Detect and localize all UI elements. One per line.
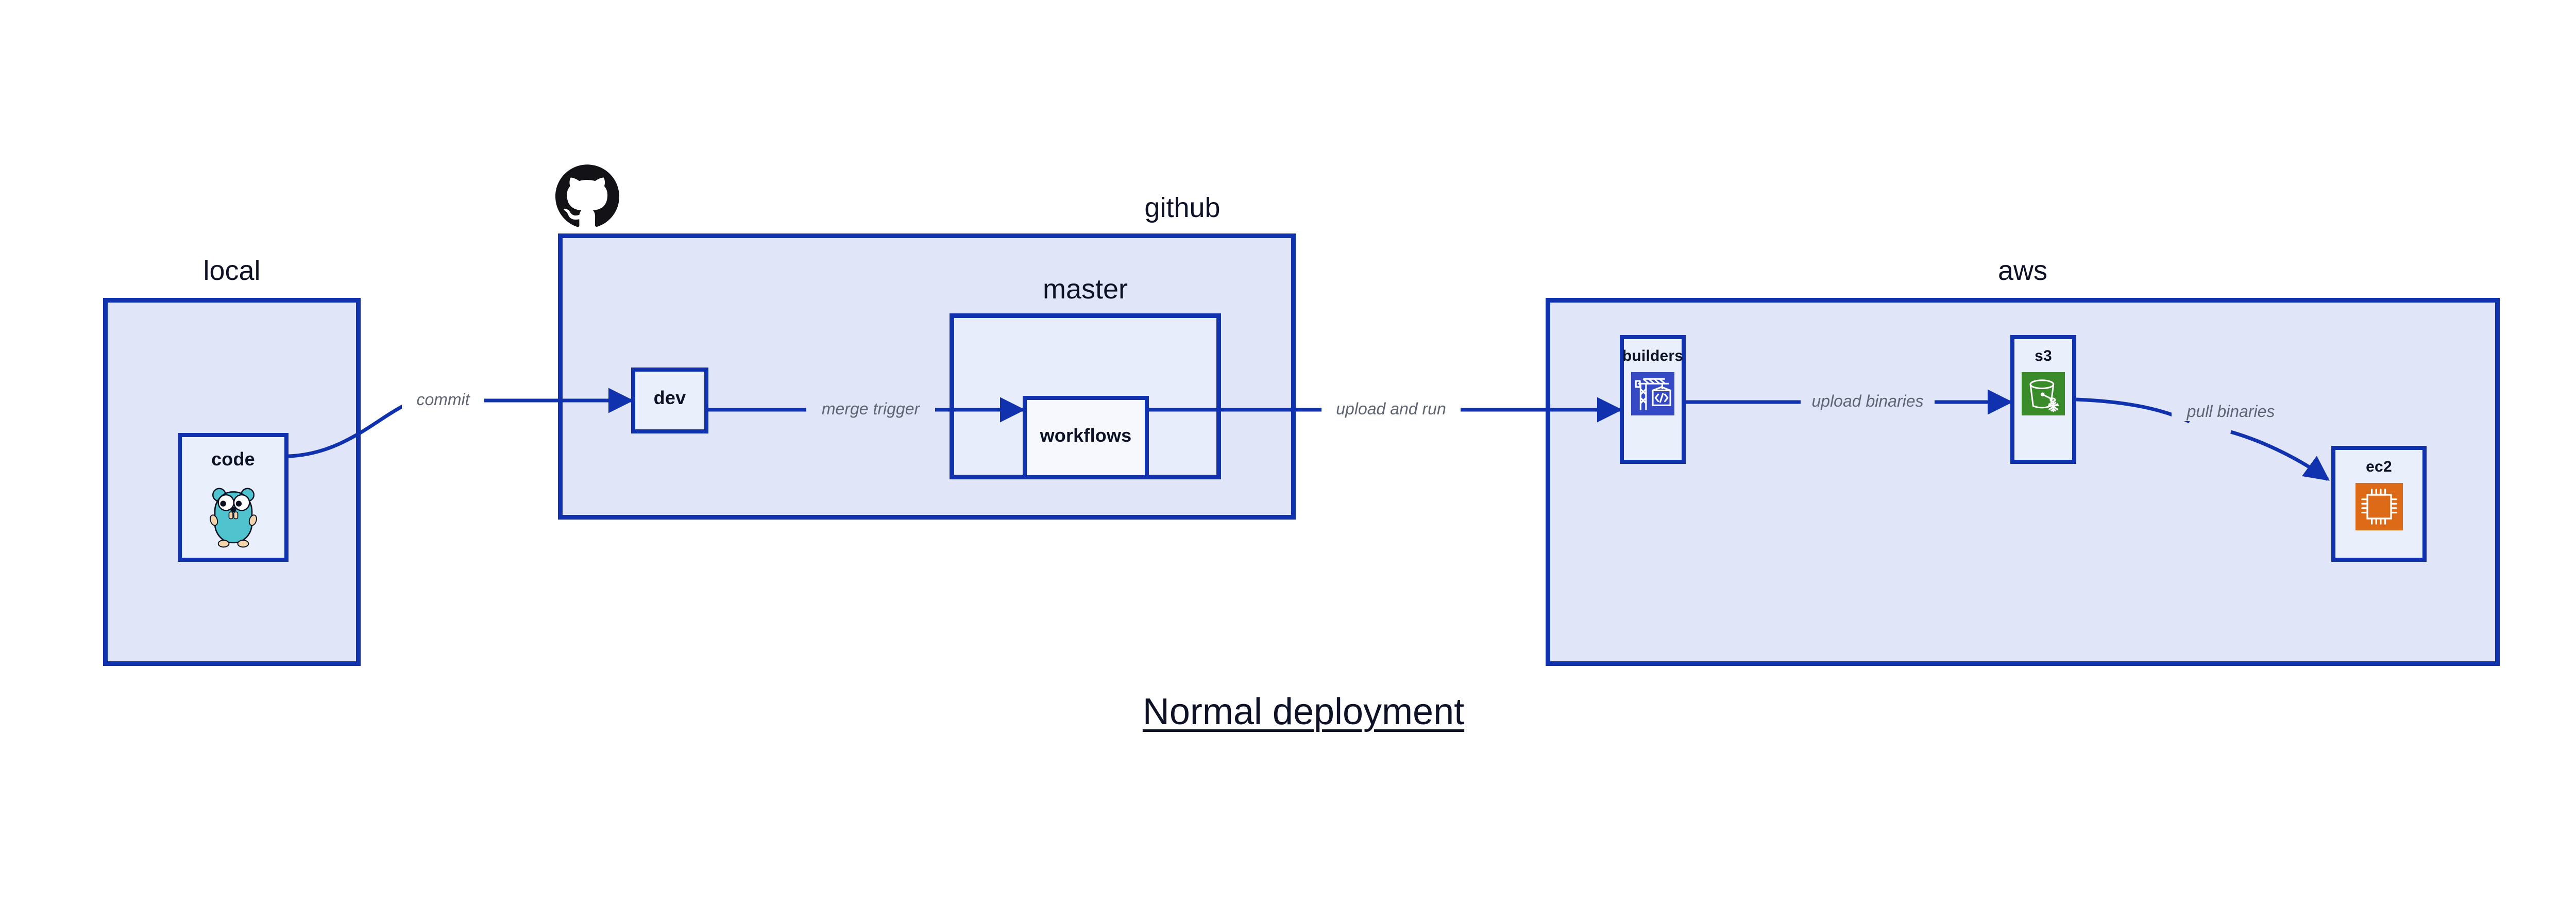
- cpu-chip-icon: [2355, 483, 2403, 533]
- group-label-local: local: [203, 255, 261, 286]
- node-label-s3: s3: [2035, 347, 2052, 364]
- s3-bucket-icon: [2022, 372, 2065, 418]
- group-label-aws: aws: [1997, 255, 2048, 286]
- node-workflows[interactable]: workflows: [1023, 396, 1149, 479]
- group-label-github: github: [1144, 192, 1221, 223]
- crane-code-icon: [1631, 372, 1674, 418]
- go-gopher-icon: [203, 477, 264, 553]
- edge-label-upload-binaries: upload binaries: [1801, 392, 1935, 411]
- node-label-ec2: ec2: [2366, 458, 2392, 475]
- page-title: Normal deployment: [1142, 691, 1465, 732]
- node-builders[interactable]: builders: [1620, 335, 1686, 464]
- node-dev[interactable]: dev: [631, 368, 708, 433]
- edge-label-commit: commit: [402, 390, 484, 409]
- node-ec2[interactable]: ec2: [2331, 446, 2427, 562]
- github-octocat-icon: [555, 164, 619, 228]
- node-label-workflows: workflows: [1040, 425, 1132, 446]
- edge-label-upload-and-run: upload and run: [1321, 399, 1461, 419]
- node-code[interactable]: code: [178, 433, 289, 562]
- node-label-dev: dev: [653, 387, 686, 408]
- group-label-master: master: [1042, 274, 1128, 305]
- node-label-builders: builders: [1622, 347, 1684, 364]
- node-s3[interactable]: s3: [2010, 335, 2076, 464]
- edge-label-merge-trigger: merge trigger: [806, 399, 935, 419]
- node-label-code: code: [211, 448, 255, 470]
- edge-label-pull-binaries: pull binaries: [2172, 402, 2290, 421]
